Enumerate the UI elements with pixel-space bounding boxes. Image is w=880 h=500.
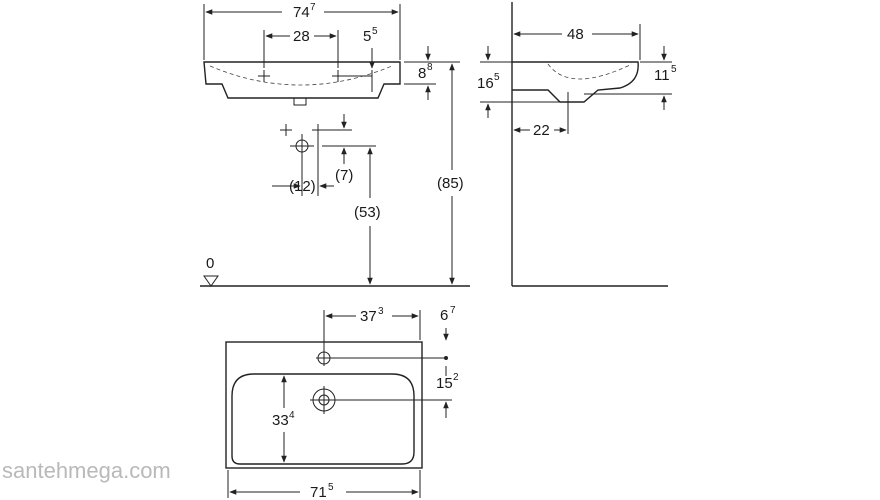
bowl-top-outline — [231, 373, 415, 465]
top-bowl-width-sup: 5 — [328, 482, 334, 493]
side-waste-distance-label: 22 — [533, 122, 550, 139]
floor-level-marker — [203, 275, 219, 287]
floor-level-label: 0 — [206, 255, 214, 272]
overflow-outlet — [293, 97, 307, 106]
top-tap-to-waste-label: 15 — [436, 375, 453, 392]
waste-offset-label: (12) — [289, 178, 316, 195]
tap-hole-top — [316, 350, 332, 366]
top-tap-to-edge-sup: 3 — [378, 306, 384, 317]
waste-height-label: (7) — [335, 167, 353, 184]
basin-side-outline — [512, 61, 639, 103]
top-tap-from-back-sup: 7 — [450, 305, 456, 316]
side-view: 48 16 5 11 5 22 — [477, 2, 677, 287]
top-tap-from-back-label: 6 — [440, 307, 448, 324]
waste-outlet-top — [310, 386, 338, 414]
top-tap-to-waste-sup: 2 — [453, 372, 459, 383]
front-view: 74 7 28 5 5 8 8 (7 — [200, 2, 470, 287]
overall-width-sup: 7 — [310, 2, 316, 13]
watermark: santehmega.com — [2, 458, 171, 483]
rim-height-label: 8 — [418, 65, 426, 82]
tap-offset-label: 5 — [363, 28, 371, 45]
basin-front-outline — [203, 61, 401, 99]
tap-reference-dot — [444, 356, 448, 360]
waste-symbol-left — [280, 124, 292, 136]
top-bowl-width-label: 71 — [310, 484, 327, 500]
tap-offset-sup: 5 — [372, 26, 378, 37]
side-bowl-depth-sup: 5 — [671, 64, 677, 75]
rim-height-sup: 8 — [427, 62, 433, 73]
top-bowl-depth-sup: 4 — [289, 410, 295, 421]
top-tap-to-edge-label: 37 — [360, 308, 377, 325]
tap-hole-left — [258, 70, 270, 82]
side-depth-label: 48 — [567, 26, 584, 43]
top-bowl-depth-label: 33 — [272, 412, 289, 429]
overall-width-label: 74 — [293, 4, 310, 21]
side-rim-depth-label: 16 — [477, 75, 494, 92]
rim-floor-height-label: (85) — [437, 175, 464, 192]
tap-hole-right — [332, 70, 344, 82]
top-view: 37 3 6 7 15 2 33 4 71 5 — [225, 305, 459, 500]
basin-bowl-curve — [209, 65, 393, 86]
side-rim-depth-sup: 5 — [494, 72, 500, 83]
side-bowl-depth-label: 11 — [654, 67, 670, 84]
tap-spacing-label: 28 — [293, 28, 310, 45]
waste-floor-height-label: (53) — [354, 204, 381, 221]
